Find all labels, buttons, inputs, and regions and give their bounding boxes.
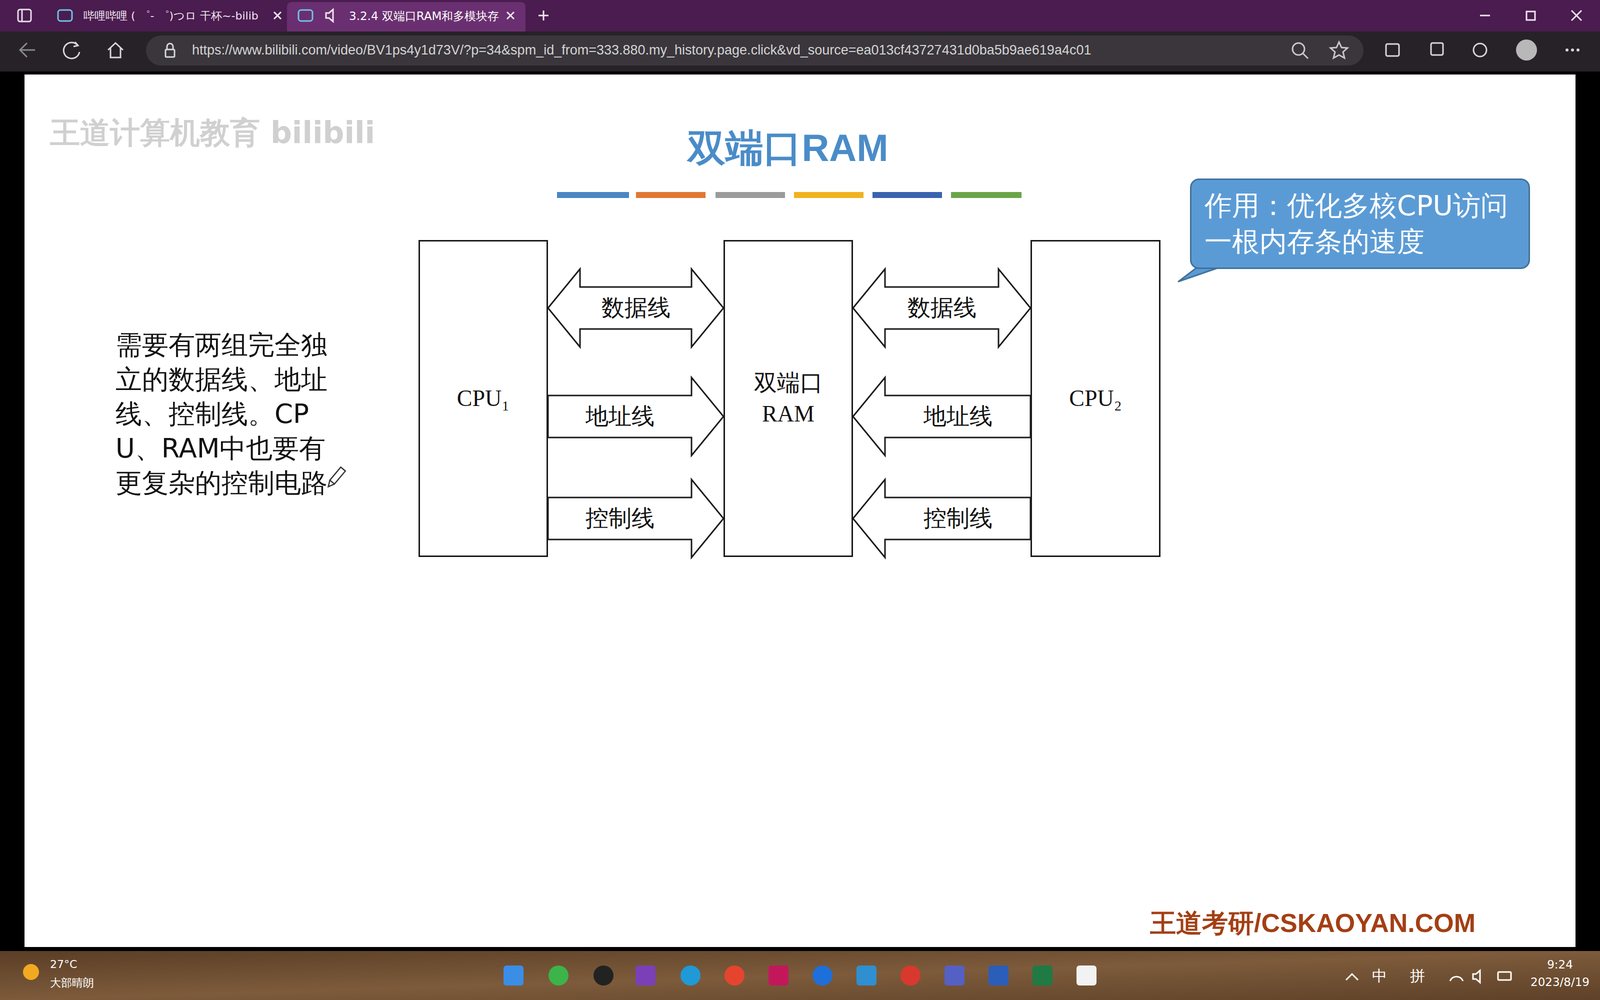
weather-icon xyxy=(23,964,39,980)
close-window-icon xyxy=(1571,10,1582,21)
new-tab-icon xyxy=(538,10,549,21)
bus-label: 控制线 xyxy=(583,506,657,531)
footer-brand: 王道考研/CSKAOYAN.COM xyxy=(1150,906,1476,941)
back-icon xyxy=(20,43,35,57)
minimize-icon xyxy=(1480,15,1490,17)
menu-icon xyxy=(1565,48,1569,52)
callout-text: 作用：优化多核CPU访问一根内存条的速度 xyxy=(1204,188,1516,260)
watermark: 王道计算机教育 bilibili xyxy=(50,113,375,154)
color-bar xyxy=(715,192,785,198)
tray-icon xyxy=(1346,974,1358,980)
profile-avatar xyxy=(1516,39,1537,61)
clock-date: 2023/8/19 xyxy=(1522,975,1598,989)
address-row xyxy=(0,31,1600,72)
bus-label: 地址线 xyxy=(583,404,657,429)
bus-arrow xyxy=(853,377,1031,456)
extensions-icon xyxy=(1473,43,1487,57)
bus-arrow xyxy=(548,377,724,456)
clock-time: 9:24 xyxy=(1530,958,1590,971)
restore-icon xyxy=(1526,11,1535,20)
menu-icon xyxy=(1576,48,1580,52)
tab-title: 哔哩哔哩 ( ゜- ゜)つロ 干杯~-bilib xyxy=(83,8,259,24)
zoom-icon xyxy=(1303,53,1308,59)
component-box: CPU₁ xyxy=(418,240,548,557)
address-field xyxy=(146,35,1364,66)
zoom-icon xyxy=(1292,43,1305,55)
callout-box: 作用：优化多核CPU访问一根内存条的速度 xyxy=(1190,178,1530,269)
component-label: CPU₁ xyxy=(457,383,510,414)
color-bar xyxy=(557,192,629,198)
bus-arrow xyxy=(548,479,724,558)
battery-icon xyxy=(1498,972,1511,980)
component-label: 双端口 RAM xyxy=(740,367,837,430)
pencil-icon xyxy=(326,467,346,489)
bus-label: 地址线 xyxy=(921,404,995,429)
reload-icon xyxy=(73,42,78,47)
sidebar-icon xyxy=(21,9,23,22)
sidebar-icon xyxy=(18,9,31,22)
taskbar xyxy=(0,951,1600,1000)
bus-arrow xyxy=(853,269,1031,347)
component-box: CPU₂ xyxy=(1030,240,1161,557)
ime-indicator: 中 xyxy=(1372,966,1387,987)
bus-arrow xyxy=(548,269,724,347)
tab-bar xyxy=(0,0,1600,32)
site-icon xyxy=(298,10,313,21)
lock-icon xyxy=(167,43,173,50)
weather-temp: 27°C xyxy=(50,958,77,971)
close-tab-icon xyxy=(507,12,514,19)
color-bar xyxy=(636,192,706,198)
wifi-icon xyxy=(1450,976,1463,981)
component-box: 双端口 RAM xyxy=(723,240,853,557)
site-icon xyxy=(58,10,72,21)
color-bar xyxy=(951,192,1022,198)
bus-label: 数据线 xyxy=(599,295,673,321)
bus-label: 控制线 xyxy=(921,506,995,531)
color-bar xyxy=(794,192,864,198)
component-label: CPU₂ xyxy=(1069,383,1122,414)
address-url: https://www.bilibili.com/video/BV1ps4y1d… xyxy=(192,42,1091,58)
slide-title: 双端口RAM xyxy=(538,123,1038,175)
color-bar xyxy=(872,192,942,198)
collections-icon xyxy=(1431,43,1443,55)
bus-arrow xyxy=(853,479,1031,558)
tab-title: 3.2.4 双端口RAM和多模块存 xyxy=(349,8,499,24)
taskbar-icons xyxy=(503,965,1097,986)
volume-icon xyxy=(1473,970,1480,983)
favorite-icon xyxy=(1330,42,1348,58)
slide-area xyxy=(24,74,1576,947)
menu-icon xyxy=(1571,48,1574,52)
note-text: 需要有两组完全独立的数据线、地址线、控制线。CPU、RAM中也要有更复杂的控制电… xyxy=(115,327,336,500)
reload-icon xyxy=(63,42,80,59)
active-tab xyxy=(287,2,526,32)
speaker-icon xyxy=(326,9,333,22)
ime-indicator: 拼 xyxy=(1410,966,1425,987)
weather-text: 大部晴朗 xyxy=(50,975,94,991)
home-icon xyxy=(108,43,123,58)
lock-icon xyxy=(165,49,175,57)
split-icon xyxy=(1386,44,1399,56)
bus-label: 数据线 xyxy=(905,295,979,321)
close-tab-icon xyxy=(274,12,281,19)
